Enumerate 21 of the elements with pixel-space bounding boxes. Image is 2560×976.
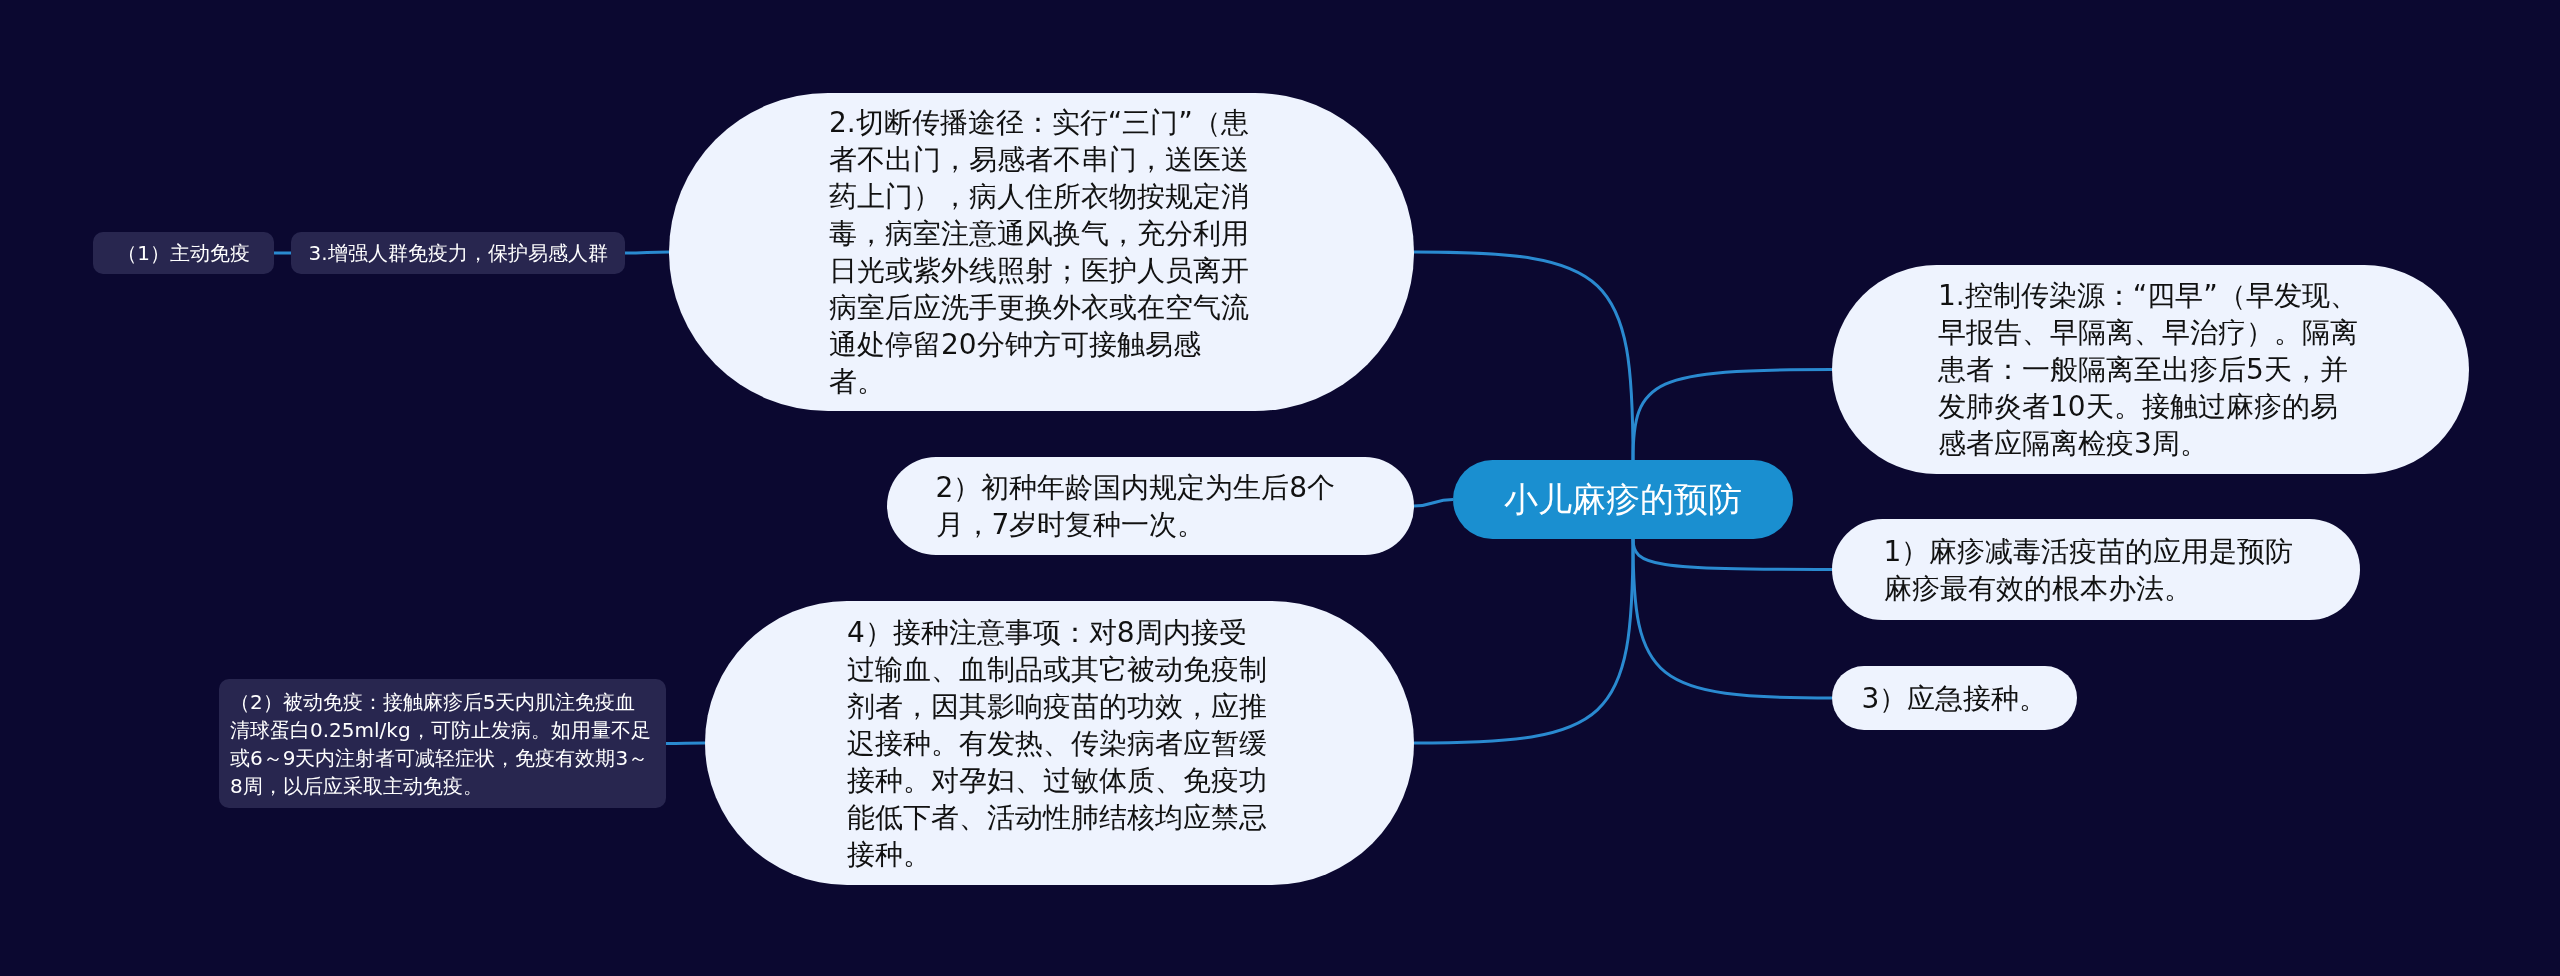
subtopic-box [93, 232, 274, 274]
topic-text: 3）应急接种。 [1861, 680, 2048, 717]
branch-line [1413, 498, 1454, 508]
topic-text: （1）主动免疫 [117, 240, 250, 267]
topic-text: 3.增强人群免疫力，保护易感人群 [308, 240, 608, 267]
topic-text: 1）麻疹减毒活疫苗的应用是预防麻疹最有效的根本办法。 [1883, 533, 2295, 607]
branch-line [625, 250, 669, 255]
branch-line [274, 251, 291, 255]
branch-line [666, 741, 705, 745]
topic-text: 4）接种注意事项：对8周内接受过输血、血制品或其它被动免疫制剂者，因其影响疫苗的功效，应推迟接种。有发热、传染病者应暂缓接种。对孕妇、过敏体质、免疫功能低下者、活动性肺结核均应禁忌接种。 [847, 614, 1268, 873]
topic-text: 2.切断传播途径：实行“三门”（患者不出门，易感者不串门，送医送药上门），病人住所衣物按规定消毒，病室注意通风换气，充分利用日光或紫外线照射；医护人员离开病室后应洗手更换外衣或在空气流通处停留20分钟方可接触易感者。 [829, 105, 1250, 400]
topic-text: 1.控制传染源：“四早”（早发现、早报告、早隔离、早治疗）。隔离患者：一般隔离至出疹后5天，并发肺炎者10天。接触过麻疹的易感者应隔离检疫3周。 [1938, 278, 2359, 462]
subtopic-box [291, 232, 625, 274]
topic-text: 小儿麻疹的预防 [1504, 477, 1742, 521]
branch-line [1631, 368, 1832, 461]
topic-text: 2）初种年龄国内规定为生后8个月，7岁时复种一次。 [935, 470, 1337, 543]
branch-line [1631, 538, 1832, 700]
branch-line [1414, 250, 1635, 460]
branch-line [1414, 539, 1635, 745]
subtopic-box [219, 679, 666, 808]
topic-text: （2）被动免疫：接触麻疹后5天内肌注免疫血清球蛋白0.25ml/kg，可防止发病。如用量不足或6～9天内注射者可减轻症状，免疫有效期3～8周，以后应采取主动免疫。 [230, 688, 652, 800]
